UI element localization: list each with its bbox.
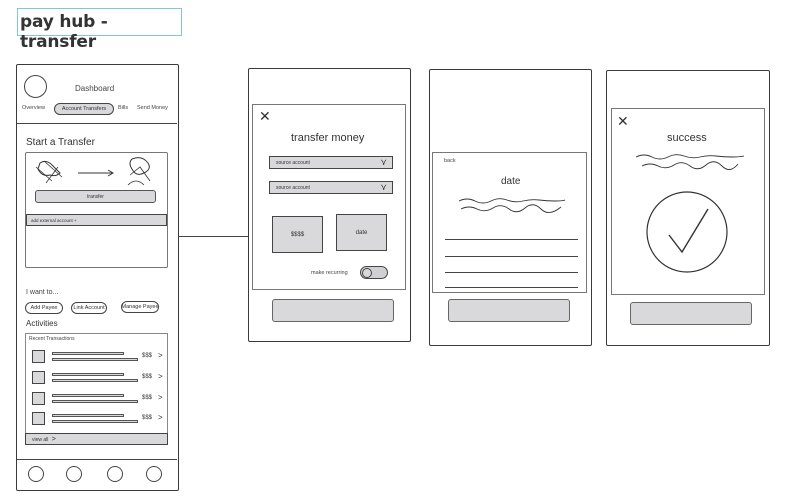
add-external-account-button[interactable]: add external account + — [26, 214, 167, 226]
transaction-thumbnail — [32, 392, 45, 405]
source-account-value: source account — [276, 160, 310, 166]
transaction-detail-line — [52, 414, 124, 417]
date-scribble — [458, 198, 566, 213]
transfer-money-screen: ✕ transfer money source account ⋎ source… — [248, 68, 411, 342]
recurring-toggle[interactable] — [360, 266, 388, 279]
tab-send-money[interactable]: Send Money — [137, 105, 168, 111]
amount-input[interactable]: $$$$ — [272, 216, 323, 253]
transaction-amount: $$$ — [142, 353, 153, 359]
date-screen: back date — [429, 69, 592, 346]
transfer-button[interactable]: transfer — [35, 190, 156, 203]
tab-overview[interactable]: Overview — [22, 105, 45, 111]
transaction-detail-line — [52, 358, 138, 361]
success-modal: ✕ success — [611, 108, 765, 295]
date-list-line — [445, 272, 578, 273]
transfer-modal-title: transfer money — [291, 132, 365, 144]
transaction-thumbnail — [32, 412, 45, 425]
chevron-right-icon: > — [158, 372, 163, 381]
start-transfer-title: Start a Transfer — [26, 137, 95, 148]
transaction-detail-line — [52, 394, 124, 397]
back-link[interactable]: back — [444, 158, 456, 164]
bottom-nav — [17, 459, 177, 489]
success-done-button[interactable] — [630, 302, 752, 325]
tab-account-transfers[interactable]: Account Transfers — [54, 103, 114, 115]
flow-connector — [167, 236, 260, 237]
table-row[interactable]: $$$ > — [32, 392, 166, 406]
transfer-submit-button[interactable] — [272, 299, 394, 322]
transaction-thumbnail — [32, 371, 45, 384]
chevron-right-icon: > — [158, 393, 163, 402]
dashboard-title: Dashboard — [75, 84, 115, 93]
transaction-detail-line — [52, 352, 124, 355]
make-recurring-label: make recurring — [311, 270, 348, 276]
add-payee-button[interactable]: Add Payee — [25, 302, 63, 314]
chevron-right-icon: > — [49, 436, 56, 443]
nav-tab-3[interactable] — [107, 466, 123, 482]
transaction-detail-line — [52, 373, 124, 376]
tab-bills[interactable]: Bills — [118, 105, 129, 111]
table-row[interactable]: $$$ > — [32, 412, 166, 426]
transfer-modal: ✕ transfer money source account ⋎ source… — [252, 104, 406, 290]
transaction-detail-line — [52, 420, 138, 423]
transaction-detail-line — [52, 400, 138, 403]
manage-payee-button[interactable]: Manage Payee — [121, 301, 159, 313]
date-modal-title: date — [501, 176, 521, 187]
nav-tab-1[interactable] — [28, 466, 44, 482]
view-all-button[interactable]: view all > — [25, 433, 168, 445]
transfer-illustration — [35, 157, 151, 186]
success-modal-title: success — [667, 132, 707, 144]
header-divider — [17, 123, 177, 124]
transaction-amount: $$$ — [142, 395, 153, 401]
success-scribble — [635, 154, 745, 170]
nav-tab-4[interactable] — [146, 466, 162, 482]
date-list-line — [445, 287, 578, 288]
date-list-line — [445, 239, 578, 240]
source-account-select[interactable]: source account ⋎ — [269, 156, 393, 169]
chevron-right-icon: > — [158, 413, 163, 422]
transaction-detail-line — [52, 379, 138, 382]
success-screen: ✕ success — [606, 70, 770, 346]
page-title: pay hub - transfer — [20, 12, 108, 52]
destination-account-value: source account — [276, 185, 310, 191]
view-all-label: view all — [32, 437, 49, 443]
activities-title: Activities — [26, 319, 58, 328]
transaction-amount: $$$ — [142, 374, 153, 380]
link-account-button[interactable]: Link Account — [71, 302, 107, 314]
chevron-down-icon: ⋎ — [380, 157, 387, 167]
toggle-knob — [362, 268, 372, 278]
date-modal: back date — [432, 152, 587, 293]
avatar[interactable] — [24, 75, 47, 98]
close-icon[interactable]: ✕ — [617, 113, 629, 129]
start-transfer-card: transfer — [25, 152, 168, 268]
dashboard-screen: Dashboard Overview Account Transfers Bil… — [16, 64, 179, 491]
transaction-thumbnail — [32, 350, 45, 363]
chevron-right-icon: > — [158, 351, 163, 360]
transaction-amount: $$$ — [142, 415, 153, 421]
table-row[interactable]: $$$ > — [32, 371, 166, 385]
recent-transactions-label: Recent Transactions — [29, 336, 75, 342]
page-title-box: pay hub - transfer — [17, 8, 182, 52]
destination-account-select[interactable]: source account ⋎ — [269, 181, 393, 194]
nav-tab-2[interactable] — [66, 466, 82, 482]
date-confirm-button[interactable] — [448, 299, 570, 322]
date-list-line — [445, 256, 578, 257]
close-icon[interactable]: ✕ — [259, 108, 271, 124]
table-row[interactable]: $$$ > — [32, 350, 166, 364]
recent-transactions-panel: Recent Transactions $$$ > $$$ > $$$ > — [25, 333, 168, 445]
check-icon — [646, 191, 728, 273]
i-want-to-label: I want to... — [26, 289, 59, 296]
date-picker-button[interactable]: date — [336, 214, 387, 251]
chevron-down-icon: ⋎ — [380, 182, 387, 192]
